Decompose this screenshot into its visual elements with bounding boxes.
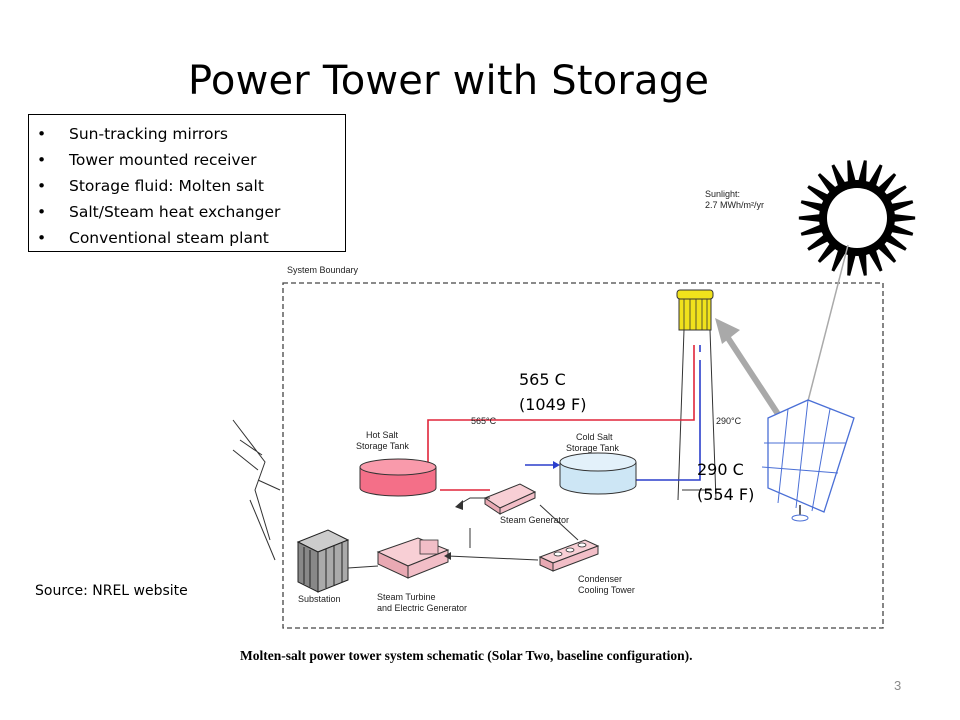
steam-turbine-generator xyxy=(376,537,450,579)
sun-ray xyxy=(847,160,857,185)
sun-ray xyxy=(888,223,914,236)
cold-tank-label-1: Cold Salt xyxy=(576,432,613,442)
system-boundary-label: System Boundary xyxy=(287,265,359,275)
cold-return-arrowhead xyxy=(553,461,560,469)
transmission-tower-icon xyxy=(232,419,281,561)
substation-transformer xyxy=(296,529,379,593)
bullet-icon: • xyxy=(37,203,47,221)
cold-temp-fahrenheit: (554 F) xyxy=(697,485,755,504)
cold-temp-small-label: 290°C xyxy=(716,416,742,426)
hot-salt-pipe xyxy=(427,345,695,470)
sun-icon xyxy=(798,160,916,276)
source-note: Source: NREL website xyxy=(35,583,188,599)
heliostat-mirror xyxy=(761,399,855,522)
turbine-label-1: Steam Turbine xyxy=(377,592,436,602)
sun-ray xyxy=(800,200,826,213)
sunlight-value: 2.7 MWh/m²/yr xyxy=(705,200,764,210)
receiver-icon xyxy=(676,289,714,331)
bullet-icon: • xyxy=(37,151,47,169)
hot-temp-small-label: 565°C xyxy=(471,416,497,426)
hot-tank-label-1: Hot Salt xyxy=(366,430,399,440)
sun-ray xyxy=(798,213,823,223)
sun-ray xyxy=(800,223,826,236)
bullet-icon: • xyxy=(37,229,47,247)
feature-item: • Salt/Steam heat exchanger xyxy=(29,199,345,225)
figure-caption: Molten-salt power tower system schematic… xyxy=(240,648,693,663)
hot-tank-label-2: Storage Tank xyxy=(356,441,409,451)
sun-ray xyxy=(857,251,867,276)
receiver-tower xyxy=(677,329,717,501)
hot-salt-tank xyxy=(359,458,437,497)
system-boundary-box xyxy=(282,282,884,629)
sun-ray xyxy=(891,213,916,223)
feature-item: • Sun-tracking mirrors xyxy=(29,121,345,147)
sunlight-label: Sunlight: xyxy=(705,189,740,199)
cold-tank-label-2: Storage Tank xyxy=(566,443,619,453)
feature-text: Salt/Steam heat exchanger xyxy=(69,203,281,221)
cold-temp-annotation: 290 C (554 F) xyxy=(697,457,754,507)
substation-label: Substation xyxy=(298,594,341,604)
bullet-icon: • xyxy=(37,125,47,143)
steam-generator-label: Steam Generator xyxy=(500,515,569,525)
cold-salt-pipe xyxy=(635,360,701,481)
turbine-label-2: and Electric Generator xyxy=(377,603,467,613)
feature-item: • Tower mounted receiver xyxy=(29,147,345,173)
page-number: 3 xyxy=(894,678,902,693)
cold-temp-celsius: 290 C xyxy=(697,460,744,479)
feature-item: • Storage fluid: Molten salt xyxy=(29,173,345,199)
hot-temp-annotation: 565 C (1049 F) xyxy=(519,367,587,417)
reflected-ray-arrowhead xyxy=(715,318,740,344)
feature-text: Sun-tracking mirrors xyxy=(69,125,228,143)
steam-generator xyxy=(483,483,537,515)
sun-ray xyxy=(857,160,867,185)
hot-temp-fahrenheit: (1049 F) xyxy=(519,395,587,414)
slide-title: Power Tower with Storage xyxy=(188,58,710,104)
feature-text: Tower mounted receiver xyxy=(69,151,257,169)
condenser-cooling-tower xyxy=(538,539,600,572)
feature-item: • Conventional steam plant xyxy=(29,225,345,251)
hot-temp-celsius: 565 C xyxy=(519,370,566,389)
feature-list: • Sun-tracking mirrors • Tower mounted rec… xyxy=(28,114,346,252)
condenser-label-1: Condenser xyxy=(578,574,622,584)
condenser-label-2: Cooling Tower xyxy=(578,585,635,595)
cold-salt-tank xyxy=(559,452,637,495)
sun-ray xyxy=(888,200,914,213)
sun-ray xyxy=(847,251,857,276)
bullet-icon: • xyxy=(37,177,47,195)
feature-text: Storage fluid: Molten salt xyxy=(69,177,264,195)
feature-text: Conventional steam plant xyxy=(69,229,269,247)
